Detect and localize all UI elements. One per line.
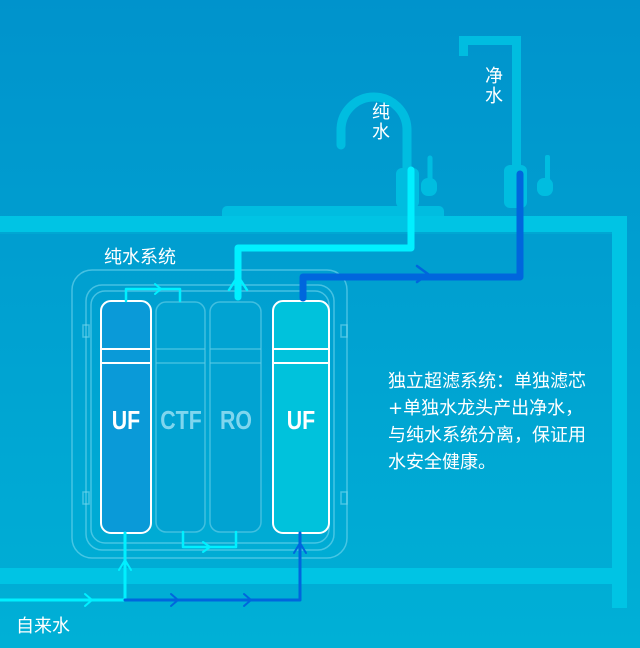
tap-water-label: 自来水 [16,616,70,637]
cartridge-ctf-label: CTF [160,405,202,435]
cartridge-ro-label: RO [220,405,252,435]
cartridge-uf-2-label: UF [286,405,316,435]
cartridge-uf-1-label: UF [111,405,141,435]
pure-water-system-label: 纯水系统 [104,247,176,268]
purified-water-faucet-label: 净水 [482,66,503,106]
cartridge-uf-2 [272,300,330,534]
cabinet [0,216,627,608]
system-description: 独立超滤系统：单独滤芯+单独水龙头产出净水，与纯水系统分离，保证用水安全健康。 [388,371,586,473]
purified-water-flow-line [123,170,524,607]
pure-water-faucet-label: 纯水 [369,102,390,142]
cabinet-shadow [0,232,612,234]
